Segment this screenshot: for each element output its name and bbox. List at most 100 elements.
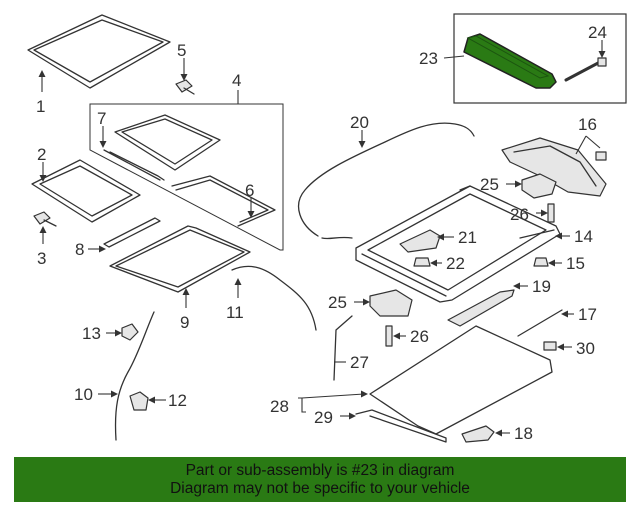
part-20-cable-end (321, 236, 353, 240)
part-25-motor-lower (369, 289, 413, 317)
arrow-20 (358, 141, 366, 148)
callout-16: 16 (578, 115, 597, 134)
callout-26a: 26 (510, 205, 529, 224)
callout-12: 12 (168, 391, 187, 410)
part-13-clip (121, 323, 139, 341)
part-3-bolt (33, 211, 57, 227)
arrow-24 (598, 51, 606, 58)
arrow-19 (513, 282, 520, 290)
callout-8: 8 (75, 240, 84, 259)
part-28-sunshade (369, 325, 553, 435)
leader-16a (575, 135, 587, 155)
part-24-end (597, 57, 607, 67)
arrow-11 (234, 278, 242, 285)
arrow-1 (38, 70, 46, 77)
arrow-26a (541, 209, 548, 217)
part-info-banner: Part or sub-assembly is #23 in diagram D… (14, 457, 626, 502)
part-12-clip (129, 391, 149, 411)
part-5-bolt (175, 79, 195, 95)
part-17-rod (517, 309, 563, 337)
callout-9: 9 (180, 313, 189, 332)
callout-27: 27 (350, 353, 369, 372)
arrow-21 (437, 233, 444, 241)
callout-28: 28 (270, 397, 289, 416)
arrow-6 (247, 211, 255, 218)
leader-28 (298, 393, 365, 413)
callout-19: 19 (532, 277, 551, 296)
leader-16b (585, 135, 601, 149)
part-4-group-box (89, 103, 284, 251)
part-16-bracket (501, 137, 607, 197)
callout-18: 18 (514, 424, 533, 443)
part-26-pin-lower (385, 325, 393, 347)
sunroof-parts-diagram: 1 5 4 7 6 2 3 8 (27, 13, 627, 443)
callout-1: 1 (36, 97, 45, 116)
arrow-28 (361, 390, 368, 398)
callout-17: 17 (578, 305, 597, 324)
banner-line-1: Part or sub-assembly is #23 in diagram (185, 462, 455, 479)
callout-26b: 26 (410, 327, 429, 346)
leader-23 (443, 55, 465, 59)
part-8-deflector-strip (103, 217, 161, 248)
part-30-screw (543, 341, 557, 351)
arrow-15 (548, 259, 555, 267)
part-29-sunshade-trim (355, 409, 447, 443)
callout-5: 5 (177, 41, 186, 60)
callout-11: 11 (226, 303, 244, 322)
callout-22: 22 (446, 254, 465, 273)
arrow-25a (515, 180, 522, 188)
part-6-seal-strip (171, 175, 276, 227)
arrow-22 (430, 259, 437, 267)
part-15-fastener (533, 257, 549, 267)
sunroof-frame (355, 185, 561, 303)
part-1-glass-seal (27, 14, 171, 89)
callout-15: 15 (566, 254, 585, 273)
part-19-cable-guide (447, 289, 515, 327)
arrow-9 (182, 288, 190, 295)
callout-14: 14 (574, 227, 593, 246)
part-16-screw (595, 151, 607, 161)
arrow-12 (148, 396, 155, 404)
callout-23: 23 (419, 49, 438, 68)
part-24-rod (564, 60, 602, 82)
callout-24: 24 (588, 23, 607, 42)
callout-6: 6 (245, 181, 254, 200)
part-11-drain-hose (231, 265, 317, 331)
callout-30: 30 (576, 339, 595, 358)
arrow-30 (557, 343, 564, 351)
banner-line-2: Diagram may not be specific to your vehi… (170, 480, 470, 497)
part-27-rod (333, 315, 353, 381)
part-9-weatherstrip (109, 225, 251, 293)
callout-7: 7 (97, 109, 106, 128)
arrow-3 (39, 226, 47, 233)
arrow-2 (39, 175, 47, 182)
callout-25a: 25 (480, 175, 499, 194)
arrow-25b (363, 298, 370, 306)
callout-3: 3 (37, 249, 46, 268)
arrow-10 (111, 390, 118, 398)
part-21-bracket (399, 229, 441, 253)
part-22-fastener (413, 257, 431, 267)
part-2-glass-frame (31, 159, 141, 223)
part-23-edge (466, 35, 550, 79)
part-7-glass-panel (103, 114, 221, 181)
callout-21: 21 (458, 228, 477, 247)
callout-13: 13 (82, 324, 101, 343)
callout-2: 2 (37, 145, 46, 164)
callout-29: 29 (314, 408, 333, 427)
arrow-13 (115, 329, 122, 337)
arrow-18 (495, 429, 502, 437)
callout-4: 4 (232, 71, 241, 90)
arrow-29 (349, 412, 356, 420)
part-18-bracket (461, 425, 495, 443)
part-25-motor-upper (521, 173, 557, 199)
part-26-pin-upper (547, 203, 555, 223)
arrow-5 (180, 74, 188, 81)
callout-10: 10 (74, 385, 93, 404)
arrow-8 (99, 245, 106, 253)
part-10-drain-hose (114, 311, 155, 441)
arrow-26b (393, 332, 400, 340)
part-14-rail (519, 229, 555, 239)
arrow-17 (561, 310, 568, 318)
arrow-14 (555, 232, 562, 240)
